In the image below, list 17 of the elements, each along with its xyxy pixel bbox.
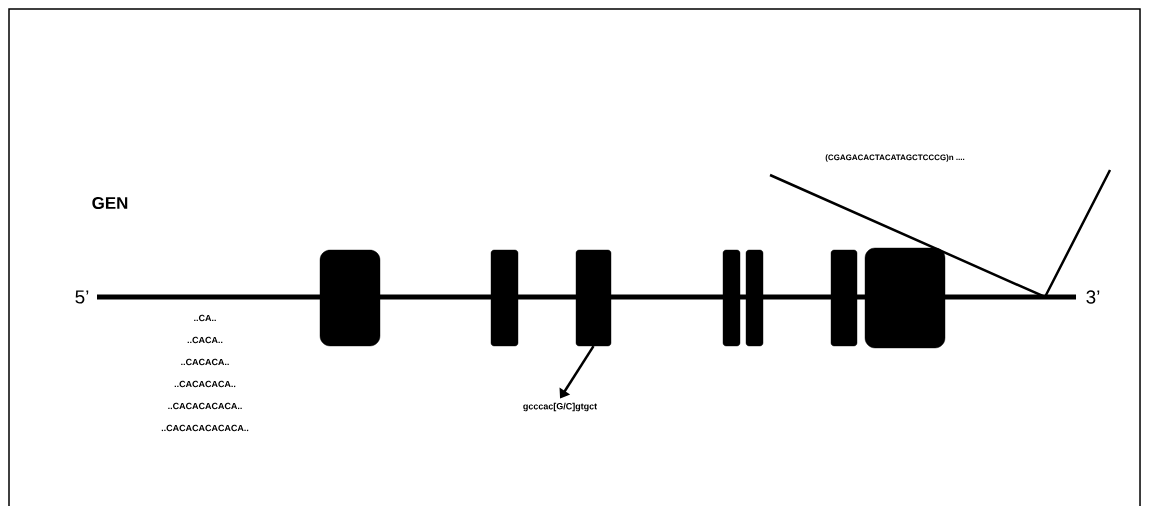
end-label: 5’ xyxy=(75,290,89,304)
repeat-sequence: ..CACACA.. xyxy=(181,358,229,366)
end-label: 3’ xyxy=(1086,290,1100,304)
exon-box xyxy=(490,249,519,347)
repeat-sequence: ..CA.. xyxy=(194,314,216,322)
repeat-sequence: ..CACA.. xyxy=(187,336,223,344)
exon-box xyxy=(864,247,946,349)
repeat-sequence: ..CACACACACACA.. xyxy=(161,424,249,432)
sequence-label: gcccac[G/C]gtgct xyxy=(523,402,597,412)
exon-box xyxy=(319,249,381,347)
gene-title: GEN xyxy=(92,197,128,209)
repeat-sequence: ..CACACACACA.. xyxy=(168,402,242,410)
exon-box xyxy=(575,249,612,347)
repeat-sequence: ..CACACACA.. xyxy=(174,380,236,388)
exon-box xyxy=(745,249,764,347)
exon-box xyxy=(722,249,741,347)
exon-box xyxy=(830,249,858,347)
